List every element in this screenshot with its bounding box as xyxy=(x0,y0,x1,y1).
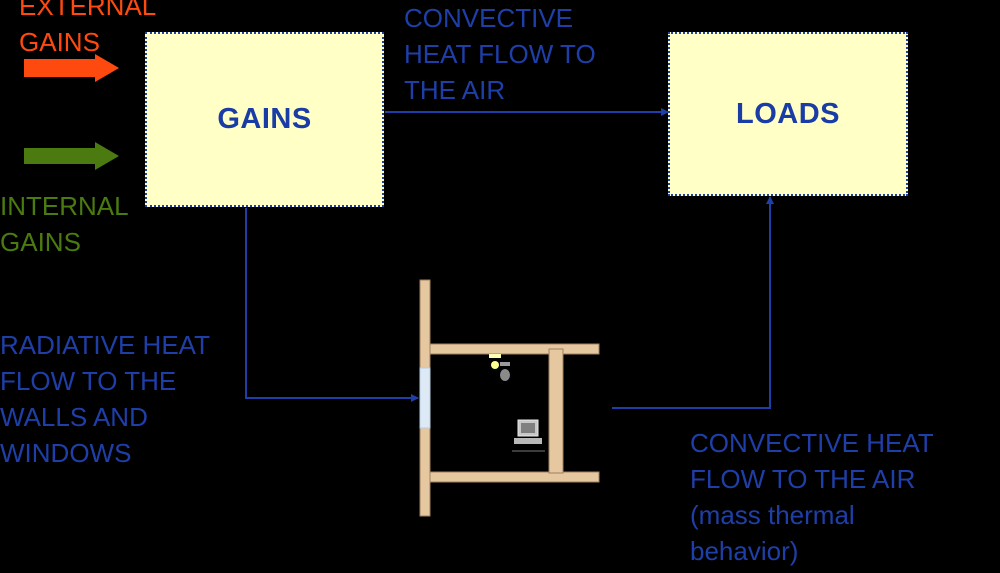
room-walls xyxy=(419,279,600,517)
convective-flow-arrow-bottom xyxy=(612,196,774,409)
gains-box: GAINS xyxy=(145,32,384,207)
window xyxy=(419,367,431,429)
internal-gains-label: INTERNAL GAINS xyxy=(0,191,129,257)
external-gains-arrow xyxy=(24,54,119,82)
computer-icon xyxy=(512,419,545,452)
inner-wall xyxy=(548,348,564,474)
loads-box: LOADS xyxy=(668,32,908,196)
left-wall-lower xyxy=(419,427,431,517)
radiative-flow-arrow xyxy=(245,208,419,402)
bottom-wall xyxy=(429,471,600,483)
radiative-heat-flow-label: RADIATIVE HEAT FLOW TO THE WALLS AND WIN… xyxy=(0,330,210,468)
gains-box-label: GAINS xyxy=(217,103,312,135)
left-wall-upper xyxy=(419,279,431,369)
convective-heat-flow-bottom-label: CONVECTIVE HEAT FLOW TO THE AIR (mass th… xyxy=(690,428,934,566)
loads-box-label: LOADS xyxy=(736,97,840,130)
convective-heat-flow-top-label: CONVECTIVE HEAT FLOW TO THE AIR xyxy=(404,3,596,105)
internal-gains-arrow xyxy=(24,142,119,170)
top-wall xyxy=(429,343,600,355)
lamp-icon xyxy=(489,354,510,381)
external-gains-label: EXTERNAL GAINS xyxy=(19,0,157,57)
